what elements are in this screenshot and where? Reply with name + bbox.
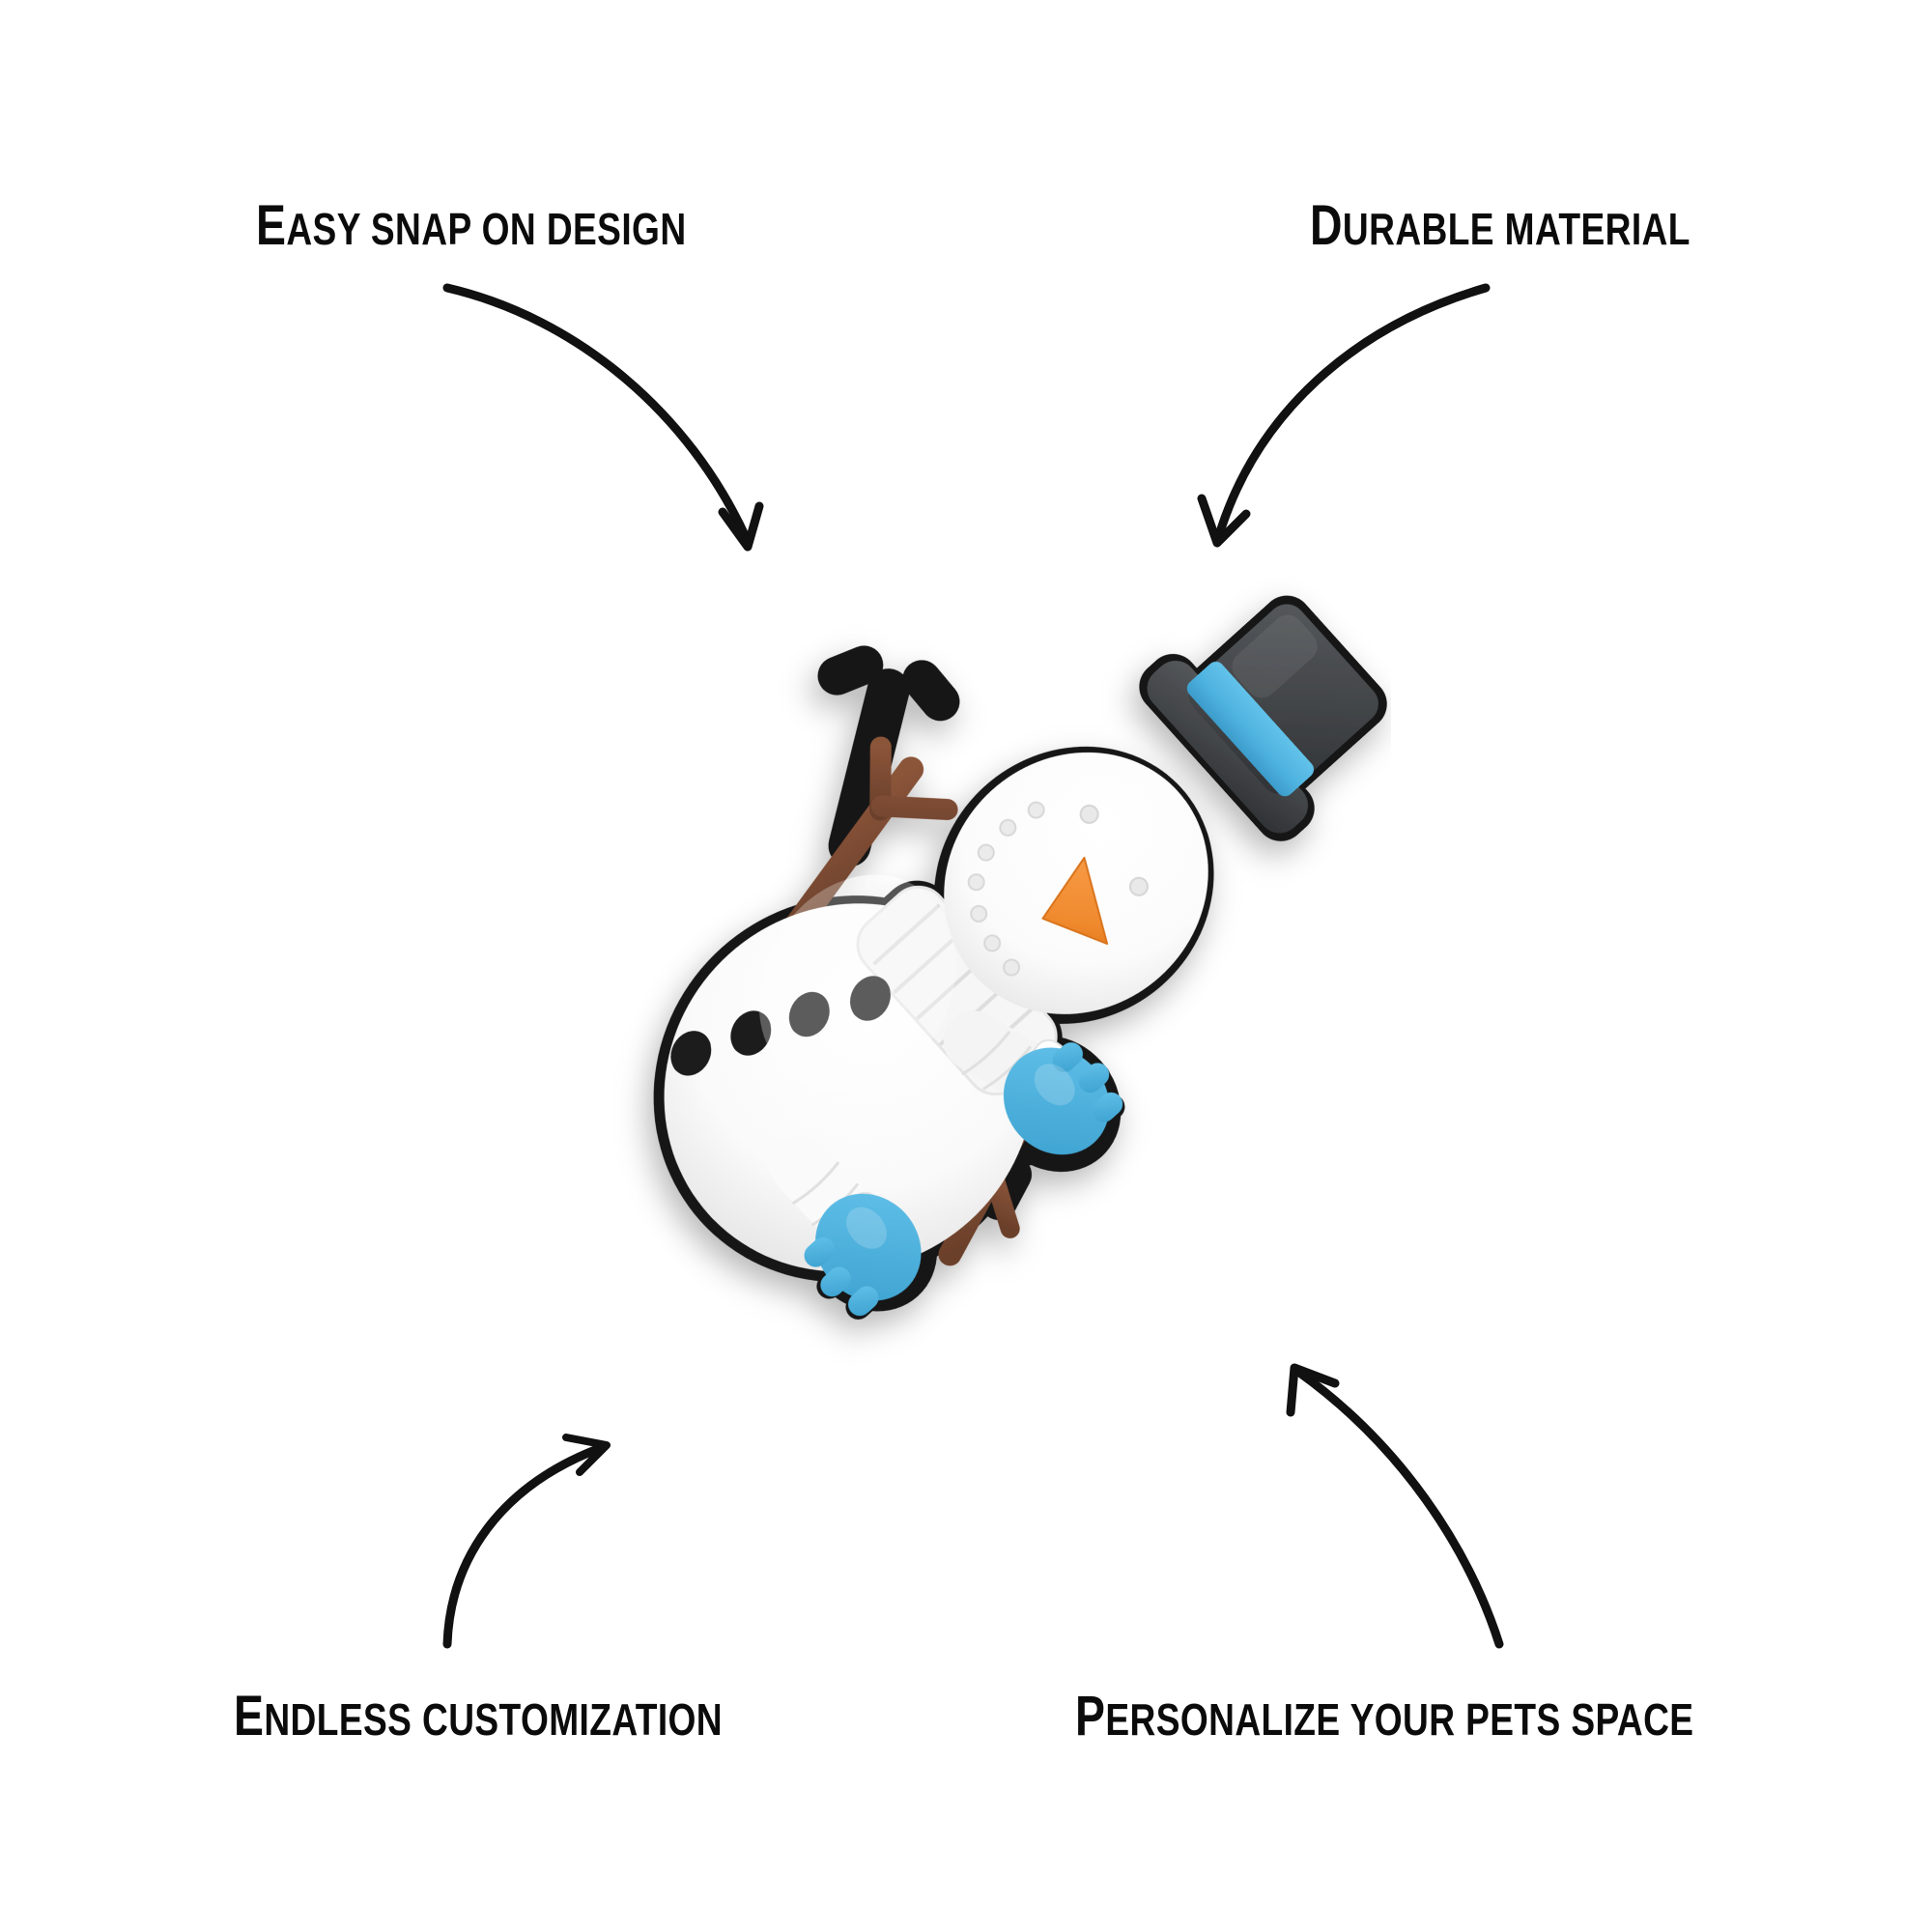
- arrow-top-left: [442, 283, 751, 542]
- arrow-bottom-right: [1293, 1367, 1504, 1649]
- arrow-top-right: [1214, 283, 1491, 540]
- mitten-upper: [1003, 1042, 1123, 1155]
- feature-label-initial: D: [1310, 194, 1343, 257]
- arm-upper-right: [943, 1010, 1123, 1155]
- feature-label-text: asy snap on design: [286, 204, 687, 254]
- feature-label-initial: E: [234, 1685, 265, 1747]
- arrow-bottom-left-head: [562, 1434, 611, 1476]
- product-image-snowman-charm: [599, 522, 1391, 1391]
- carrot-nose: [1041, 856, 1109, 945]
- feature-label-initial: P: [1075, 1685, 1106, 1747]
- feature-label-personalize-your-pets-space: Personalize your pets space: [1075, 1689, 1693, 1745]
- top-hat: [1147, 604, 1378, 834]
- feature-label-easy-snap-on-design: Easy snap on design: [256, 198, 687, 254]
- mitten-lower: [804, 1193, 922, 1317]
- feature-label-text: ersonalize your pets space: [1105, 1694, 1694, 1745]
- hat-band: [1186, 661, 1314, 797]
- arm-lower-right: [770, 1135, 922, 1317]
- arrow-bottom-left: [442, 1442, 608, 1649]
- feature-label-initial: E: [256, 194, 287, 257]
- coal-smile: [967, 801, 1045, 977]
- feature-label-text: urable material: [1342, 204, 1690, 254]
- feature-label-durable-material: Durable material: [1310, 198, 1690, 254]
- feature-label-text: ndless customization: [264, 1694, 724, 1745]
- coal-eyes: [1079, 804, 1149, 896]
- feature-label-endless-customization: Endless customization: [234, 1689, 723, 1745]
